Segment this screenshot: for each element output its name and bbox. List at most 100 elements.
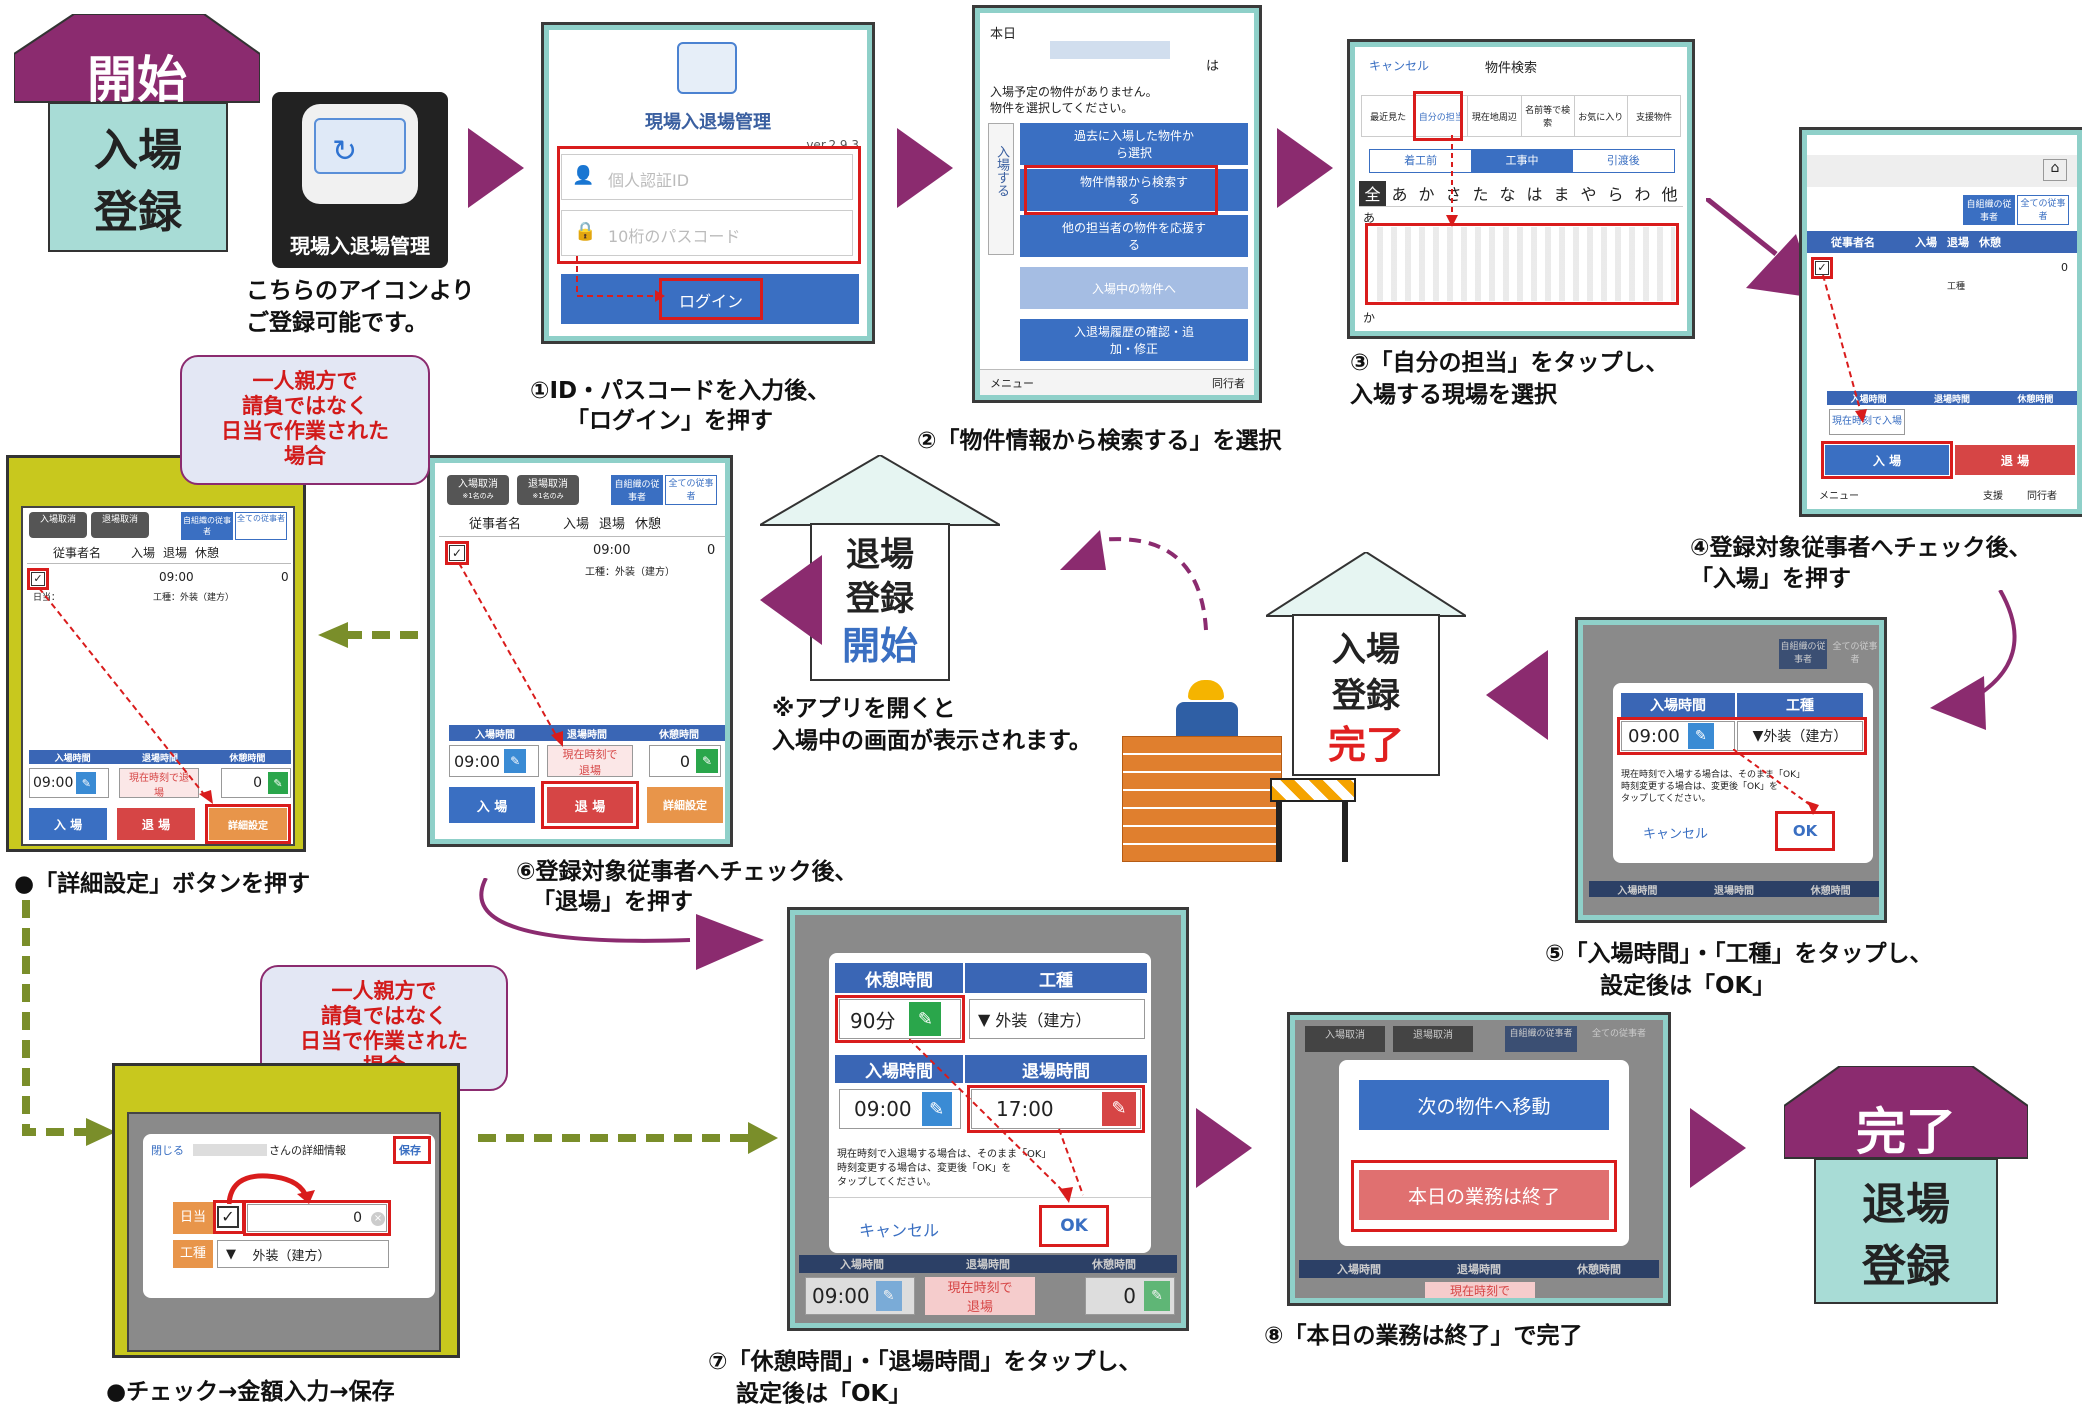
edit-pen-icon[interactable]: ✎	[909, 1002, 942, 1036]
bg-rest: 休憩時間	[1092, 1258, 1136, 1271]
companion-button[interactable]: 同行者	[2027, 491, 2057, 502]
step7-exit-popup-screen: 休憩時間 工種 90分 ✎ ▼ 外装（建方） 入場時間 退場時間 09:00 ✎…	[787, 907, 1189, 1331]
exit-button[interactable]: 退 場	[547, 787, 633, 823]
filter-own[interactable]: 自組織の従事者	[611, 475, 663, 505]
property-item[interactable]	[1369, 227, 1675, 301]
out-time-value: 17:00	[996, 1097, 1054, 1121]
app-icon[interactable]: ↻ 現場入退場管理	[272, 92, 448, 268]
rest-field[interactable]: 0 ✎	[221, 768, 291, 798]
login-button[interactable]	[561, 274, 859, 324]
bg-now: 現在時刻で	[1425, 1282, 1535, 1298]
cancel-exit-button[interactable]: 退場取消※1名のみ	[517, 475, 579, 505]
kana-ma[interactable]: ま	[1553, 185, 1570, 204]
save-button[interactable]: 保存	[399, 1144, 421, 1157]
exit-button[interactable]: 退 場	[1955, 445, 2075, 475]
worker-checkbox[interactable]: ✓	[449, 545, 465, 561]
in-time-hdr: 入場時間	[475, 729, 515, 741]
cancel-button[interactable]: キャンセル	[1643, 827, 1709, 842]
home-icon[interactable]: ⌂	[2043, 159, 2067, 181]
now-out-button[interactable]: 現在時刻で退場	[119, 768, 199, 799]
past-properties-button[interactable]: 過去に入場した物件から選択	[1020, 123, 1248, 165]
kana-sa[interactable]: さ	[1445, 185, 1462, 204]
kana-ra[interactable]: ら	[1607, 185, 1624, 204]
rest-field[interactable]: 0 ✎	[649, 745, 721, 777]
cancel-button[interactable]: キャンセル	[859, 1221, 940, 1240]
support-button[interactable]: 支援	[1983, 491, 2003, 502]
edit-pen-icon[interactable]: ✎	[76, 772, 97, 794]
close-button[interactable]: 閉じる	[151, 1144, 184, 1157]
edit-pen-icon[interactable]: ✎	[268, 772, 288, 794]
finish-day-button[interactable]: 本日の業務は終了	[1359, 1170, 1609, 1220]
support-property-button[interactable]: 他の担当者の物件を応援する	[1020, 215, 1248, 257]
tab-before[interactable]: 着工前	[1404, 154, 1438, 167]
cancel-entry-button[interactable]: 入場取消※1名のみ	[447, 475, 509, 505]
edit-pen-icon[interactable]: ✎	[1102, 1092, 1136, 1126]
kana-ha[interactable]: は	[1526, 185, 1543, 204]
filter-own[interactable]: 自組織の従事者	[1963, 195, 2015, 225]
rest-time-field[interactable]: 90分 ✎	[839, 999, 961, 1039]
now-out-button[interactable]: 現在時刻で退場	[547, 745, 633, 777]
ongoing-property-button[interactable]: 入場中の物件へ	[1020, 267, 1248, 309]
koshu-select[interactable]: ▼ 外装（建方）	[217, 1240, 389, 1268]
ok-button[interactable]: OK	[1039, 1205, 1109, 1247]
filter-all[interactable]: 全ての従事者	[2017, 195, 2069, 225]
exit-button[interactable]: 退 場	[117, 808, 195, 840]
worker-checkbox[interactable]: ✓	[1815, 261, 1829, 275]
kana-na[interactable]: な	[1499, 185, 1516, 204]
filter-own[interactable]: 自組織の従事者	[181, 512, 233, 540]
clear-icon[interactable]: ×	[371, 1212, 385, 1226]
companion-button[interactable]: 同行者	[1212, 377, 1245, 390]
id-input[interactable]: 👤 個人認証ID	[561, 154, 853, 200]
kana-all[interactable]: 全	[1359, 181, 1386, 206]
in-time-field[interactable]: 09:00 ✎	[839, 1089, 961, 1129]
login-button-label: ログイン	[678, 292, 743, 311]
detail-settings-button[interactable]: 詳細設定	[647, 787, 723, 823]
edit-pen-icon[interactable]: ✎	[921, 1092, 952, 1126]
koshu-select[interactable]: ▼ 外装（建方）	[969, 999, 1145, 1039]
kana-ka[interactable]: か	[1418, 185, 1435, 204]
out-time-field[interactable]: 17:00 ✎	[971, 1089, 1141, 1129]
menu-button[interactable]: メニュー	[990, 377, 1034, 390]
passcode-input[interactable]: 🔒 10桁のパスコード	[561, 210, 853, 256]
enter-button[interactable]: 入 場	[449, 787, 535, 823]
tab-favorites[interactable]: お気に入り	[1573, 96, 1627, 136]
tab-name-search[interactable]: 名前等で検索	[1520, 96, 1574, 136]
tab-after[interactable]: 引渡後	[1606, 154, 1640, 167]
rest-time-hdr: 休憩時間	[659, 729, 699, 741]
kana-other[interactable]: 他	[1661, 185, 1678, 204]
ok-button[interactable]: OK	[1775, 811, 1835, 851]
amount-input[interactable]: 0	[247, 1204, 387, 1232]
cancel-button[interactable]: キャンセル	[1369, 59, 1430, 73]
filter-all[interactable]: 全ての従事者	[665, 475, 717, 505]
detail-settings-button[interactable]: 詳細設定	[209, 808, 287, 840]
now-in-button[interactable]: 現在時刻で入場	[1829, 409, 1905, 435]
cancel-entry-button[interactable]: 入場取消	[29, 512, 87, 538]
in-time-field[interactable]: 09:00 ✎	[29, 768, 109, 798]
tab-nearby[interactable]: 現在地周辺	[1467, 96, 1520, 136]
tab-in-progress[interactable]: 工事中	[1471, 150, 1573, 172]
kana-a[interactable]: あ	[1391, 185, 1408, 204]
kana-wa[interactable]: わ	[1634, 185, 1651, 204]
dashed-arrow-icon	[1733, 749, 1819, 815]
enter-button[interactable]: 入 場	[29, 808, 107, 840]
in-time-field[interactable]: 09:00 ✎	[449, 745, 539, 777]
edit-pen-icon[interactable]: ✎	[504, 749, 527, 773]
menu-button[interactable]: メニュー	[1819, 491, 1859, 502]
edit-pen-icon[interactable]: ✎	[1687, 723, 1714, 749]
step6-caption-1: ⑥登録対象従事者へチェック後、	[516, 859, 858, 885]
in-time-field[interactable]: 09:00 ✎	[1621, 721, 1735, 751]
kana-ya[interactable]: や	[1580, 185, 1597, 204]
edit-pen-icon[interactable]: ✎	[696, 749, 718, 773]
kana-ta[interactable]: た	[1472, 185, 1489, 204]
cancel-exit-button[interactable]: 退場取消	[91, 512, 149, 538]
next-property-button[interactable]: 次の物件へ移動	[1359, 1080, 1609, 1130]
daily-checkbox[interactable]: ✓	[217, 1206, 239, 1228]
tab-recent[interactable]: 最近見た	[1370, 112, 1407, 123]
search-property-button[interactable]: 物件情報から検索する	[1020, 169, 1248, 211]
koshu-select[interactable]: ▼ 外装（建方）	[1737, 721, 1863, 751]
filter-all[interactable]: 全ての従事者	[235, 512, 287, 540]
worker-checkbox[interactable]: ✓	[31, 572, 45, 586]
tab-support[interactable]: 支援物件	[1626, 96, 1680, 136]
history-button[interactable]: 入退場履歴の確認・追加・修正	[1020, 319, 1248, 361]
enter-button[interactable]: 入 場	[1825, 445, 1949, 475]
